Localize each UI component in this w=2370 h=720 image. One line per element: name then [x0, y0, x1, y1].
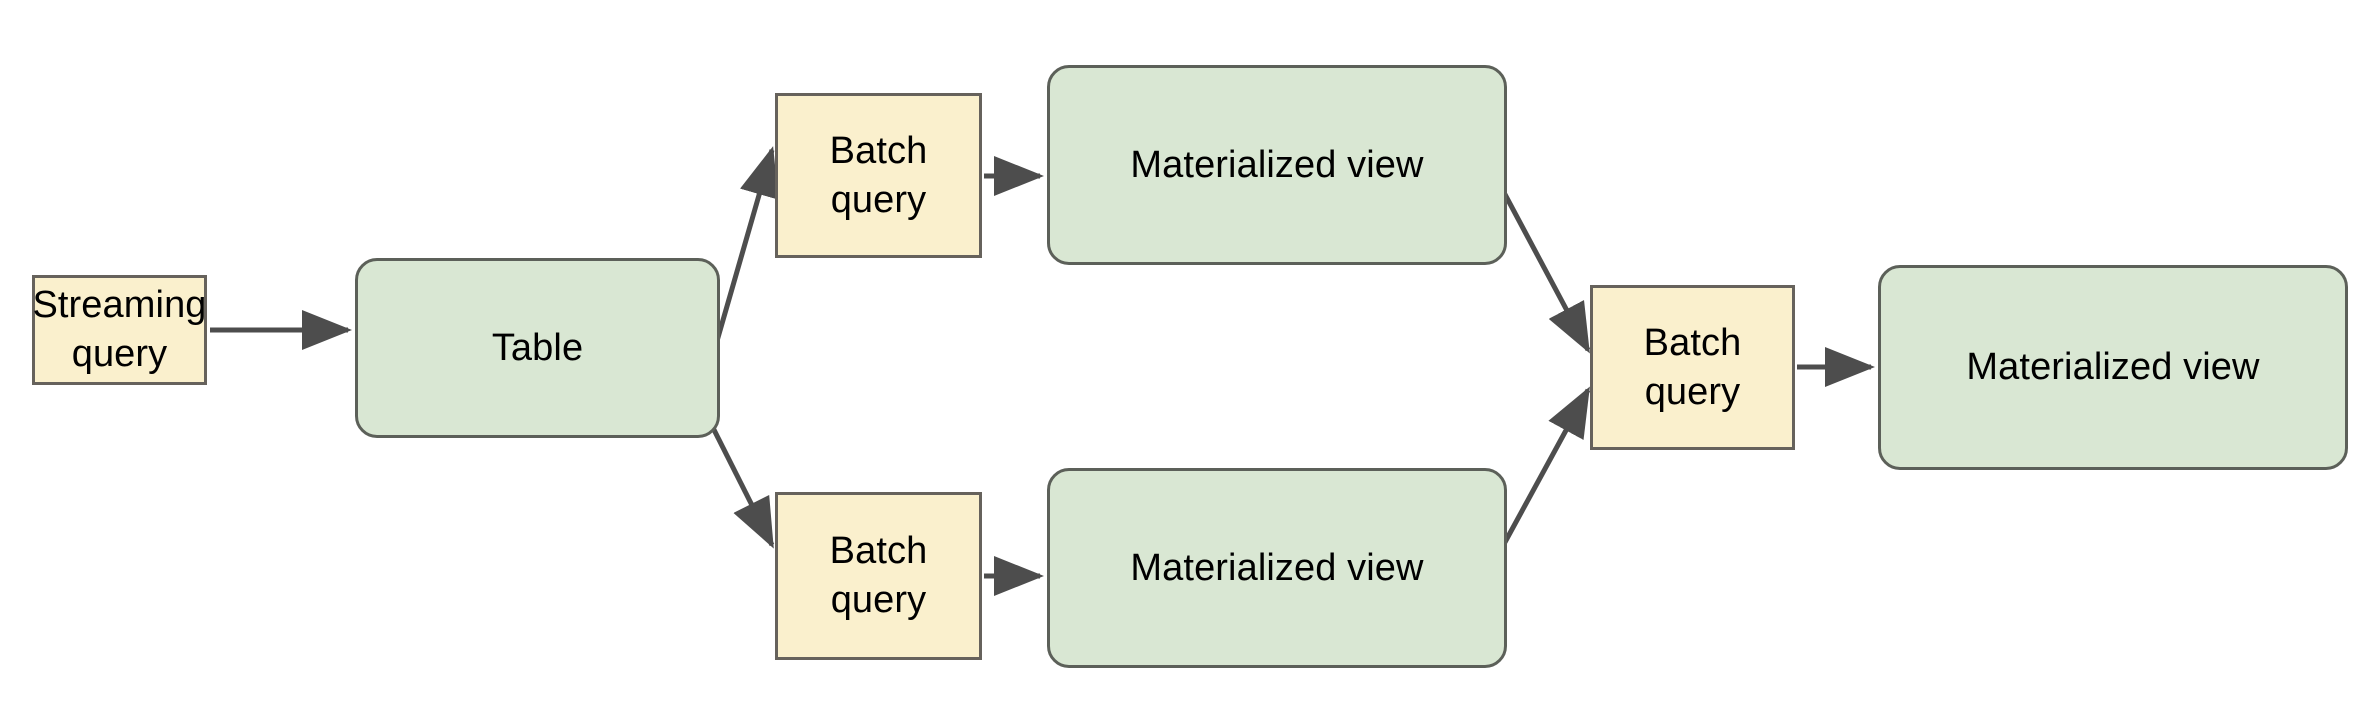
node-label: Streaming query	[32, 284, 207, 375]
node-batch-query-join[interactable]: Batch query	[1590, 285, 1795, 450]
node-label: Materialized view	[1130, 546, 1424, 589]
node-label: Materialized view	[1966, 346, 2260, 389]
node-label: Batch query	[1643, 321, 1742, 413]
node-materialized-view-top[interactable]: Materialized view	[1047, 65, 1507, 265]
node-label: Table	[491, 326, 584, 369]
node-batch-query-bottom[interactable]: Batch query	[775, 492, 982, 660]
node-label: Batch query	[829, 530, 928, 621]
node-table[interactable]: Table	[355, 258, 720, 438]
node-streaming-query[interactable]: Streaming query	[32, 275, 207, 385]
node-label: Materialized view	[1130, 143, 1424, 186]
node-materialized-view-final[interactable]: Materialized view	[1878, 265, 2348, 470]
node-label: Batch query	[829, 129, 928, 221]
node-batch-query-top[interactable]: Batch query	[775, 93, 982, 258]
node-materialized-view-bottom[interactable]: Materialized view	[1047, 468, 1507, 668]
